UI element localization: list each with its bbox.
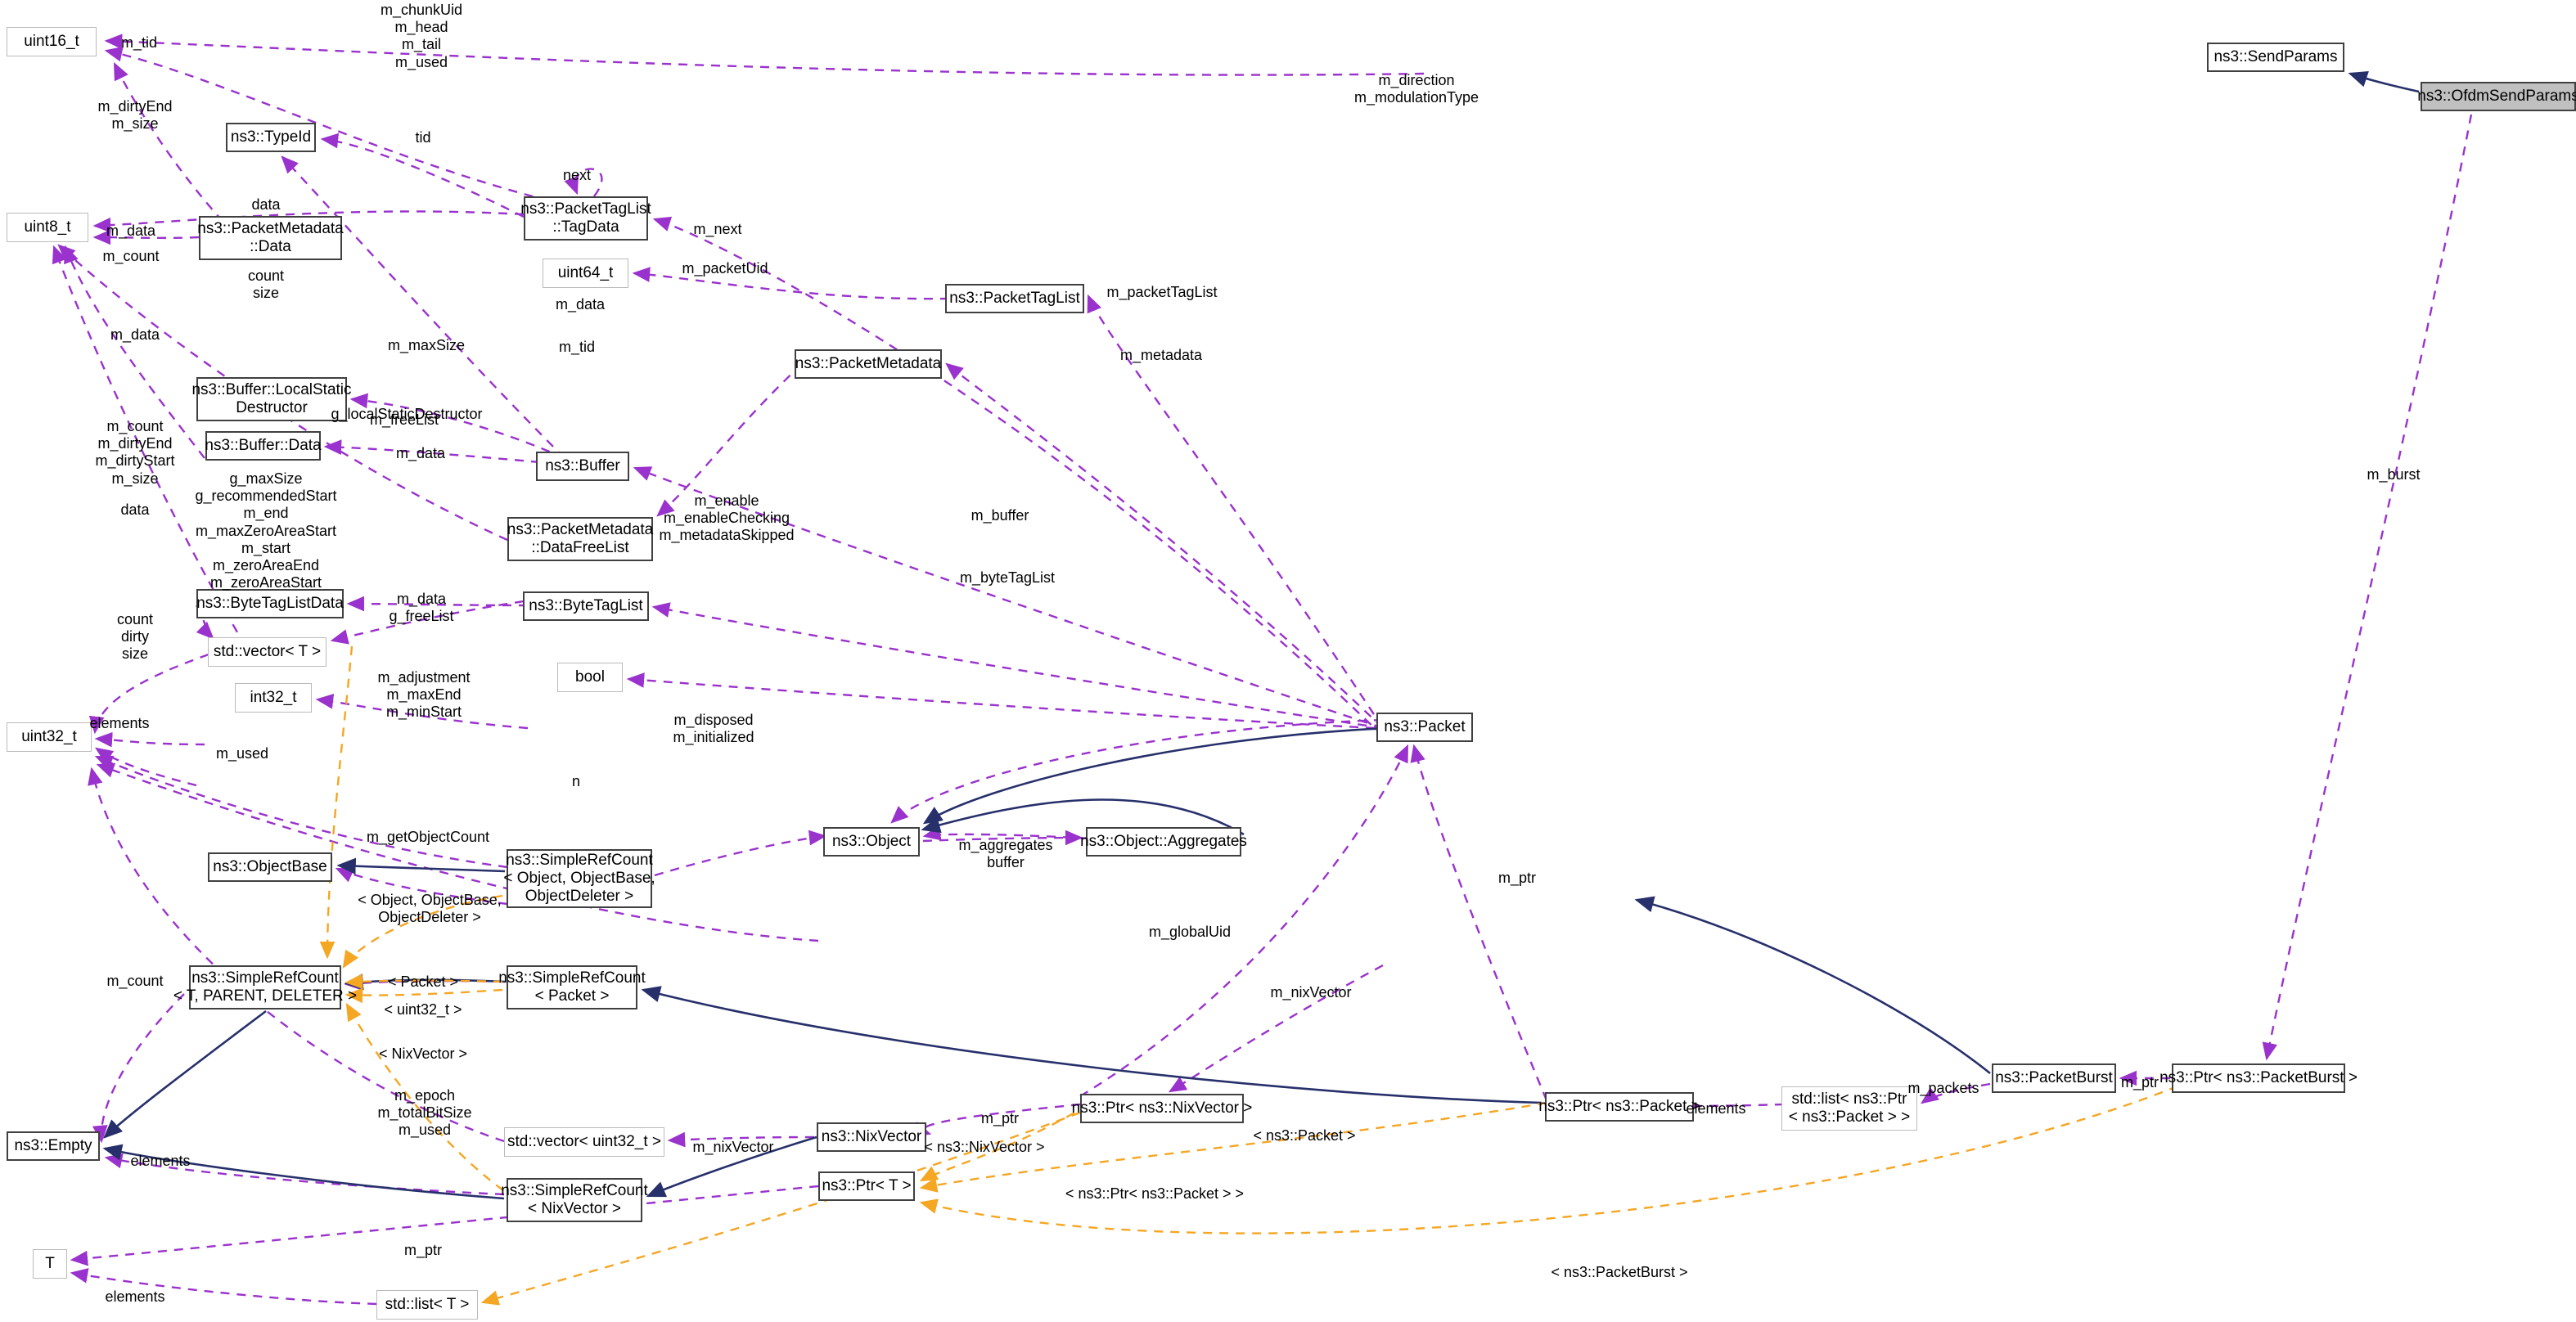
edge-label-tid: tid [415,129,431,146]
class-node-buffer[interactable]: ns3::Buffer [536,452,629,481]
class-node-packettaglist[interactable]: ns3::PacketTagList [945,284,1084,313]
edge-label-m_chunkUid_group: m_chunkUid m_head m_tail m_used [380,2,463,70]
class-node-ptr_packetburst[interactable]: ns3::Ptr< ns3::PacketBurst > [2159,1063,2358,1093]
edge-label-m_used_u32: m_used [215,745,269,762]
class-node-ptr_packet_cls[interactable]: ns3::Ptr< ns3::Packet > [1538,1092,1700,1122]
edge-label-data_top: data [251,196,281,213]
edge-label-m_aggregates_buf: m_aggregates buffer [958,837,1053,871]
edge-label-elements_empty: elements [130,1153,191,1169]
class-node-ptr_T[interactable]: ns3::Ptr< T > [818,1171,915,1201]
edge-label-m_tid_top: m_tid [120,34,158,51]
edge-label-g_localStaticDestructor: g_localStaticDestructor [331,406,483,422]
edge-label-m_getObjectCount: m_getObjectCount [366,829,490,845]
edge-label-m_nixVector_vec: m_nixVector [692,1139,774,1155]
edge-label-m_direction_group: m_direction m_modulationType [1353,72,1479,106]
edge-label-m_byteTagList: m_byteTagList [959,569,1056,586]
class-node-list_T[interactable]: std::list< T > [376,1290,478,1320]
edge-label-m_metadata: m_metadata [1119,347,1203,363]
class-node-buffer_localstatic[interactable]: ns3::Buffer::LocalStatic Destructor [191,377,352,421]
class-node-uint8_t[interactable]: uint8_t [7,213,88,242]
class-node-ofdmsendparams[interactable]: ns3::OfdmSendParams [2417,82,2576,111]
class-node-srcount_objobjbase[interactable]: ns3::SimpleRefCount < Object, ObjectBase… [503,849,655,908]
edge-label-m_enable_group: m_enable m_enableChecking m_metadataSkip… [659,492,795,544]
class-node-srcount_generic[interactable]: ns3::SimpleRefCount < T, PARENT, DELETER… [173,965,357,1009]
edge-label-m_tid_mid: m_tid [558,339,596,355]
edge-label-m_dirtyEnd_size: m_dirtyEnd m_size [97,98,173,133]
class-node-empty[interactable]: ns3::Empty [7,1131,100,1161]
class-node-bytetaglistdata[interactable]: ns3::ByteTagListData [196,589,344,618]
class-node-packetmetadata_data[interactable]: ns3::PacketMetadata ::Data [197,216,344,260]
edge-label-data_mid: data [120,501,150,518]
class-node-int32_t[interactable]: int32_t [235,683,312,713]
edge-label-count_dirty_size: count dirty size [116,611,154,663]
class-node-ptr_nixvector[interactable]: ns3::Ptr< ns3::NixVector > [1072,1094,1252,1123]
edge-label-packet_tmpl: < Packet > [387,974,459,990]
class-node-uint16_t[interactable]: uint16_t [7,27,97,56]
class-node-bool[interactable]: bool [557,663,623,692]
edge-label-m_packetUid: m_packetUid [682,260,768,277]
edge-label-elements_T: elements [105,1288,165,1305]
class-node-vector_T[interactable]: std::vector< T > [208,637,327,667]
edge-label-m_epoch_group: m_epoch m_totalBitSize m_used [377,1087,472,1139]
edge-label-m_ptr_T: m_ptr [403,1242,443,1258]
edge-label-m_data_bufferdata: m_data [395,445,446,461]
edge-label-count_size: count size [247,268,285,302]
edge-label-ptr_packet_tmpl: < ns3::Ptr< ns3::Packet > > [1065,1185,1245,1202]
edge-label-m_count_dirty_grp: m_count m_dirtyEnd m_dirtyStart m_size [95,418,175,487]
edge-label-m_adjustment_grp: m_adjustment m_maxEnd m_minStart [377,669,471,721]
edge-label-m_buffer: m_buffer [971,507,1029,524]
edge-label-m_count_a: m_count [102,248,160,264]
class-node-object_aggregates[interactable]: ns3::Object::Aggregates [1080,827,1247,857]
edge-label-m_ptr_burst: m_ptr [2120,1074,2159,1090]
edge-label-obj_objbase_del: < Object, ObjectBase, ObjectDeleter > [358,892,502,926]
edge-label-m_data_uint8_b: m_data [110,326,160,343]
edge-label-next: next [562,167,592,183]
edge-label-m_count_empty: m_count [106,973,164,989]
class-node-packetmetadata[interactable]: ns3::PacketMetadata [795,349,942,379]
edge-label-m_ptr_packet: m_ptr [1497,870,1537,886]
edge-label-m_nixVector_pkt: m_nixVector [1270,984,1352,1000]
edge-label-m_data_bytetag: m_data [396,591,447,607]
class-node-buffer_data[interactable]: ns3::Buffer::Data [205,431,322,461]
class-node-list_ptr_packet[interactable]: std::list< ns3::Ptr < ns3::Packet > > [1781,1086,1917,1131]
class-node-T[interactable]: T [33,1249,67,1279]
class-node-srcount_nixvector[interactable]: ns3::SimpleRefCount < NixVector > [501,1178,648,1222]
class-node-uint32_t[interactable]: uint32_t [7,722,92,752]
class-node-packetmetadata_freelist[interactable]: ns3::PacketMetadata ::DataFreeList [507,517,653,561]
edge-label-uint32_tmpl: < uint32_t > [384,1001,462,1018]
edge-label-m_data_uint64: m_data [555,296,606,313]
edge-label-m_burst: m_burst [2367,466,2421,483]
class-node-bytetaglist[interactable]: ns3::ByteTagList [523,591,649,621]
class-node-vector_uint32[interactable]: std::vector< uint32_t > [504,1127,664,1157]
edge-label-m_packetTagList: m_packetTagList [1106,284,1218,300]
class-node-typeid[interactable]: ns3::TypeId [226,123,316,152]
class-node-objectbase[interactable]: ns3::ObjectBase [208,852,332,882]
class-node-packetburst[interactable]: ns3::PacketBurst [1992,1063,2116,1093]
class-node-packet[interactable]: ns3::Packet [1376,713,1473,742]
class-node-srcount_packet[interactable]: ns3::SimpleRefCount < Packet > [498,965,646,1009]
edge-label-m_maxSize: m_maxSize [387,337,466,353]
class-node-nixvector[interactable]: ns3::NixVector [817,1122,926,1152]
edge-label-m_disposed_grp: m_disposed m_initialized [673,712,754,746]
class-node-uint64_t[interactable]: uint64_t [543,259,628,288]
edge-label-m_ptr_nix: m_ptr [980,1110,1020,1126]
class-node-packettaglist_tagdata[interactable]: ns3::PacketTagList ::TagData [520,196,651,241]
edge-label-packetburst_tmpl: < ns3::PacketBurst > [1551,1264,1688,1280]
edge-label-n_label: n [571,773,581,789]
edge-label-m_data_uint8_a: m_data [106,223,156,239]
edge-label-m_freeList: m_freeList [369,411,439,428]
edge-label-nixvector_ptr_tmpl: < ns3::NixVector > [924,1139,1045,1155]
edge-label-elements_u32: elements [89,715,150,731]
class-node-sendparams[interactable]: ns3::SendParams [2207,43,2344,72]
edge-label-g_maxSize_group: g_maxSize g_recommendedStart m_end m_max… [195,470,337,591]
edge-label-nixvector_tmpl: < NixVector > [378,1045,468,1062]
edge-label-m_globalUid: m_globalUid [1148,924,1232,940]
edge-label-m_packets: m_packets [1907,1080,1979,1096]
edge-label-m_next: m_next [693,221,742,237]
edge-label-packet_ptr_tmpl: < ns3::Packet > [1253,1127,1356,1144]
class-node-object[interactable]: ns3::Object [823,827,920,857]
edge-label-g_freeList: g_freeList [389,608,454,624]
